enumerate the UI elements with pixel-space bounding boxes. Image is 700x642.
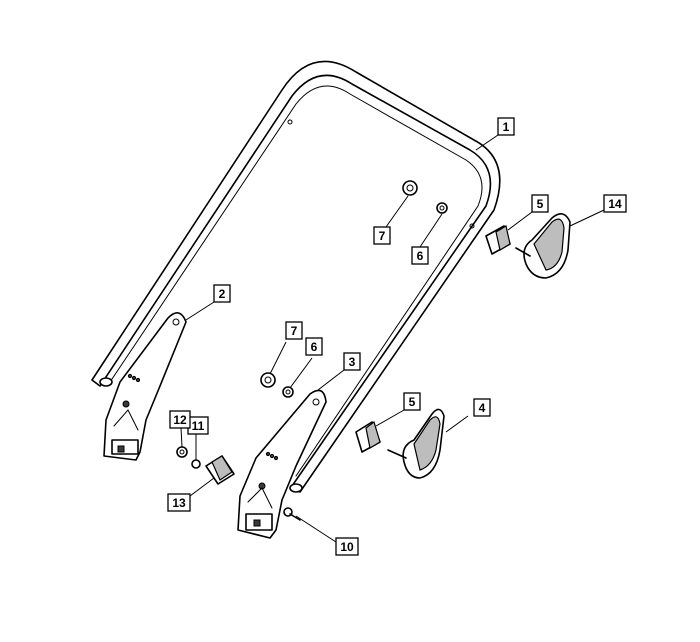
callout-6-lower: 6 — [305, 337, 323, 356]
svg-text:6: 6 — [417, 249, 424, 263]
leader-lines — [180, 134, 605, 543]
svg-text:12: 12 — [173, 413, 187, 427]
svg-text:7: 7 — [291, 324, 298, 338]
svg-text:10: 10 — [340, 540, 354, 554]
svg-text:5: 5 — [409, 395, 416, 409]
callout-13: 13 — [167, 493, 191, 512]
screw-part-10 — [283, 507, 301, 521]
svg-text:2: 2 — [219, 287, 226, 301]
callout-14: 14 — [603, 194, 627, 213]
callout-2: 2 — [213, 284, 231, 303]
callout-3: 3 — [343, 352, 361, 371]
svg-text:1: 1 — [503, 120, 510, 134]
small-nut-part-12 — [176, 446, 188, 458]
callout-10: 10 — [335, 537, 359, 556]
svg-text:11: 11 — [192, 419, 205, 433]
clamp-block-part-5-upper — [485, 225, 511, 255]
svg-text:3: 3 — [349, 355, 356, 369]
nut-part-7-lower — [260, 372, 276, 388]
callout-4: 4 — [473, 398, 491, 417]
callout-7-upper: 7 — [373, 226, 391, 245]
svg-text:4: 4 — [479, 401, 486, 415]
svg-text:6: 6 — [311, 340, 318, 354]
callout-6-upper: 6 — [411, 246, 429, 265]
clamp-block-part-5-lower — [355, 421, 381, 453]
callout-5-upper: 5 — [531, 194, 549, 213]
callout-11: 11 — [187, 416, 209, 435]
callout-12: 12 — [169, 410, 191, 429]
right-bracket-part-3 — [237, 389, 327, 539]
washer-part-6-upper — [436, 202, 448, 214]
callout-1: 1 — [497, 117, 515, 136]
callout-5-lower: 5 — [403, 392, 421, 411]
nut-part-7-upper — [402, 180, 418, 196]
handle-tube-part-1 — [91, 60, 501, 493]
small-washer-part-11 — [191, 459, 201, 469]
upper-lever-knob-part-14 — [515, 213, 571, 279]
cam-bolt-part-13 — [205, 455, 235, 485]
callout-7-lower: 7 — [285, 321, 303, 340]
left-bracket-part-2 — [103, 312, 187, 461]
svg-text:5: 5 — [537, 197, 544, 211]
svg-text:7: 7 — [379, 229, 386, 243]
lower-lever-knob-part-4 — [387, 408, 445, 479]
svg-text:13: 13 — [172, 496, 186, 510]
svg-text:14: 14 — [608, 197, 622, 211]
washer-part-6-lower — [282, 386, 294, 398]
